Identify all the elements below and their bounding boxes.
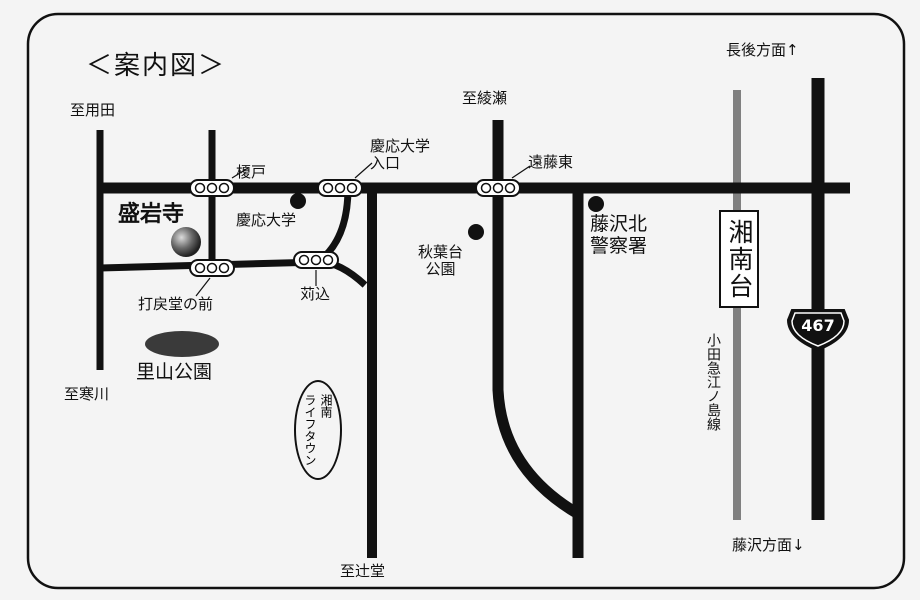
map-frame [26,12,906,590]
shonan-lifetown: 湘南 ライフタウン [294,380,342,480]
akibadai-park-line1: 秋葉台 [418,243,464,261]
route-467-number: 467 [801,316,835,335]
leader-endo-higashi [511,165,531,179]
satoyama-park-shape [145,331,219,357]
police-label: 藤沢北 警察署 [590,213,648,258]
signal-karikomi [293,251,339,269]
keio-univ-marker [290,193,306,209]
road-ayase [492,120,583,520]
shonan-lifetown-text: 湘南 ライフタウン [303,394,333,466]
leader-enokido [231,167,249,179]
karikomi-label: 苅込 [300,285,331,303]
direction-tsujido: 至辻堂 [340,562,386,580]
direction-ayase: 至綾瀬 [462,89,508,107]
police-line1: 藤沢北 [590,213,648,235]
keio-entrance-line1: 慶応大学 [370,137,431,155]
shonan-lifetown-line1: 湘南 [319,394,333,418]
signal-enokido [189,179,235,197]
route-467-shield [786,309,850,352]
railway-line-label: 小田急江ノ島線 [705,333,721,431]
signal-endo-higashi [475,179,521,197]
keio-entrance-line2: 入口 [370,154,401,173]
direction-samukawa: 至寒川 [64,385,110,403]
direction-fujisawa: 藤沢方面↓ [732,536,805,554]
keio-entrance-label: 慶応大学 入口 [370,137,431,173]
enokido-label: 榎戸 [236,163,267,181]
police-marker [588,196,604,212]
map-title: ＜案内図＞ [86,51,227,81]
shonan-lifetown-line2: ライフタウン [303,394,317,466]
direction-nagago: 長後方面↑ [726,41,799,59]
temple-marker [171,227,201,257]
signal-keio-entrance [317,179,363,197]
leader-keio-entrance [354,162,373,179]
direction-yoda: 至用田 [70,101,116,119]
temple-label: 盛岩寺 [118,202,185,227]
akibadai-park-line2: 公園 [425,260,456,279]
police-line2: 警察署 [590,234,648,257]
satoyama-park-label: 里山公園 [136,361,213,383]
akibadai-park-label: 秋葉台 公園 [418,243,464,279]
endo-higashi-label: 遠藤東 [528,153,574,171]
shonandai-station: 湘南台 [719,210,759,308]
uchimodoshido-label: 打戻堂の前 [138,295,214,313]
keio-univ-label: 慶応大学 [236,211,297,229]
leader-uchimodoshido [195,277,211,297]
road-keio-curve [315,187,352,265]
signal-uchimodoshido [189,259,235,277]
akibadai-park-marker [468,224,484,240]
